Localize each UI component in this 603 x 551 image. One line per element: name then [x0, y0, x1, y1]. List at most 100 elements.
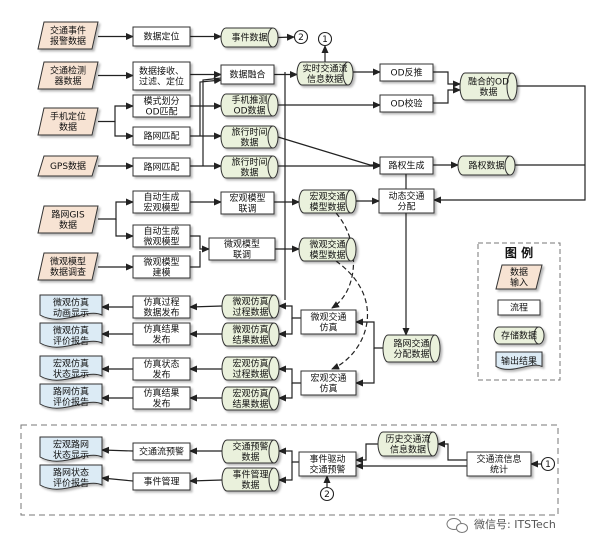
p-od-reverse-label-0: OD反推	[390, 67, 422, 79]
p-macro-sim-label-0: 宏观交通	[310, 372, 346, 384]
legend-storage-label-0: 存储数据	[501, 330, 537, 342]
p-road-match2-node: 路网匹配	[132, 157, 191, 177]
s-micro-proc-label-1: 过程数据	[232, 306, 268, 318]
s-event-data-label-0: 事件数据	[231, 32, 267, 44]
edge-25	[98, 198, 134, 220]
s-road-weight-label-0: 路权数据	[468, 160, 504, 172]
p-micro-build-label-0: 微观模型	[143, 256, 179, 268]
p-od-reverse-node: OD反推	[379, 63, 434, 82]
o-macro-state-label-0: 宏观仿真	[53, 357, 89, 369]
edge-36	[355, 318, 383, 349]
p-road-match1-node: 路网匹配	[132, 126, 191, 146]
in-gps-node: GPS数据	[37, 155, 99, 177]
svg-text:2: 2	[298, 33, 304, 43]
edge-21	[199, 77, 222, 136]
o-macro-state-label-1: 状态显示	[53, 368, 89, 380]
s-micro-result-label-0: 微观仿真	[232, 323, 268, 335]
edge-9	[433, 86, 461, 104]
legend-storage: 存储数据	[493, 326, 545, 345]
s-macro-result-label-1: 结果数据	[232, 398, 268, 410]
p-micro-sim-label-0: 微观交通	[310, 311, 346, 323]
in-phone-label-1: 数据	[59, 121, 77, 133]
p-mode-split-label-1: OD匹配	[145, 106, 177, 117]
edge-61	[101, 446, 134, 454]
diagram-nodes: 交通事件报警数据交通检测器数据手机定位数据GPS数据路网GIS数据微观模型数据调…	[37, 21, 556, 502]
p-macro-sim-label-1: 仿真	[319, 382, 337, 394]
p-sim-result-pub2-label-1: 发布	[152, 397, 170, 409]
edge-38	[331, 212, 355, 309]
in-phone-label-0: 手机定位	[50, 110, 86, 122]
s-macro-model-label-1: 模型数据	[309, 201, 345, 213]
p-od-check-node: OD校验	[379, 94, 434, 113]
p-receive-label-1: 过滤、定位	[139, 75, 184, 87]
s-fused-od-label-0: 融合的OD	[468, 75, 509, 87]
p-micro-sim-label-1: 仿真	[319, 321, 337, 333]
edge-40	[278, 302, 301, 319]
s-travel-time2-label-1: 数据	[240, 166, 258, 178]
c1-bottom-connector: 1	[540, 456, 556, 472]
s-travel-time1-label-1: 数据	[240, 136, 258, 148]
s-micro-proc-label-0: 微观仿真	[232, 295, 268, 307]
o-micro-anim-label-0: 微观仿真	[53, 296, 89, 308]
s-micro-result-label-1: 结果数据	[232, 334, 268, 346]
legend-output: 输出结果	[495, 351, 543, 370]
in-traffic-detect-label-0: 交通检测	[50, 64, 86, 76]
edge-41	[278, 318, 293, 338]
edge-42	[189, 303, 223, 311]
o-macro-report-label-0: 路网仿真	[53, 385, 89, 397]
p-auto-micro-label-1: 微观模型	[143, 235, 179, 247]
s-event-data-node: 事件数据	[220, 27, 279, 48]
p-dynamic-assign-label-0: 动态交通	[388, 190, 424, 202]
s-road-weight-node: 路权数据	[457, 155, 516, 176]
s-realtime-label-0: 实时交通流	[302, 62, 347, 74]
p-traffic-stats-label-0: 交通流信息	[476, 453, 521, 465]
p-road-weight-gen-node: 路权生成	[379, 156, 434, 175]
edge-55	[355, 443, 378, 464]
o-micro-report-label-1: 评价报告	[53, 335, 89, 347]
s-warn-data-label-0: 交通预警	[232, 440, 268, 452]
p-traffic-warn-node: 交通流预警	[132, 442, 191, 461]
s-road-assign-label-0: 路网交通	[393, 337, 429, 349]
c2-top-connector: 2	[293, 29, 309, 45]
s-micro-model-label-1: 模型数据	[309, 249, 345, 261]
watermark: 微信号: ITSTech	[446, 517, 556, 533]
wechat-icon	[446, 518, 468, 533]
edge-20	[202, 77, 222, 166]
p-road-match2-label-0: 路网匹配	[143, 161, 179, 173]
s-macro-model-label-0: 宏观交通	[309, 190, 345, 202]
in-micro-survey-label-0: 微观模型	[50, 255, 86, 267]
edge-22	[433, 85, 586, 204]
p-receive-label-0: 数据接收、	[139, 65, 184, 77]
p-micro-tune-label-0: 微观模型	[224, 238, 260, 250]
edge-11	[114, 121, 134, 140]
p-sim-result-pub-label-1: 发布	[152, 333, 170, 345]
p-road-match1-label-0: 路网匹配	[143, 130, 179, 142]
p-event-manage-node: 事件管理	[132, 472, 191, 491]
edge-2	[277, 33, 295, 41]
connection-lines	[98, 33, 586, 487]
s-phone-od-label-0: 手机推测	[231, 94, 267, 106]
s-realtime-label-1: 信息数据	[307, 73, 343, 85]
